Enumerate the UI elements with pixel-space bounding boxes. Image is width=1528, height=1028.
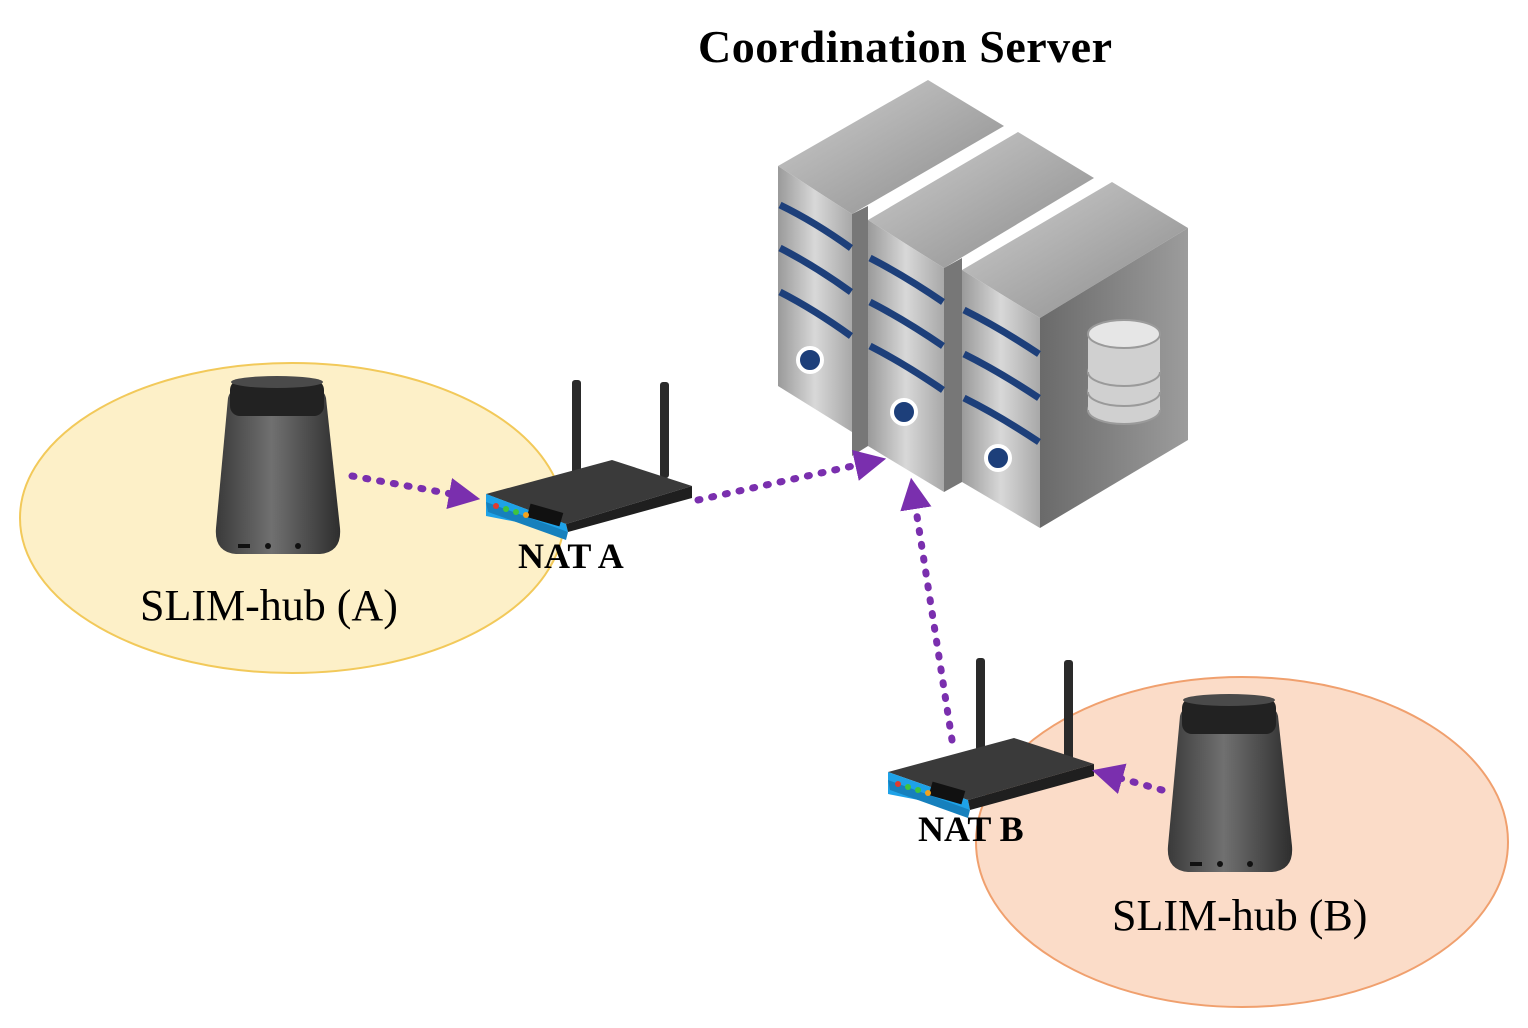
arrow-nat-b-to-server [900,477,956,744]
nat-a-router-icon [486,380,692,540]
arrow-hub-a-to-nat-a [348,472,481,510]
arrow-hub-b-to-nat-b [1091,763,1166,794]
nat-b-label: NAT B [918,809,1024,849]
nat-b-router-icon [888,658,1094,818]
arrow-nat-a-to-server [694,450,887,504]
server-rack-icon [778,80,1188,528]
server-label: Coordination Server [698,21,1113,72]
hub-a-label: SLIM-hub (A) [140,581,398,630]
hub-b-label: SLIM-hub (B) [1112,891,1368,940]
database-icon [1087,319,1161,425]
nat-a-label: NAT A [518,536,624,576]
hub-b-speaker-icon [1167,694,1293,872]
hub-a-speaker-icon [215,376,341,554]
